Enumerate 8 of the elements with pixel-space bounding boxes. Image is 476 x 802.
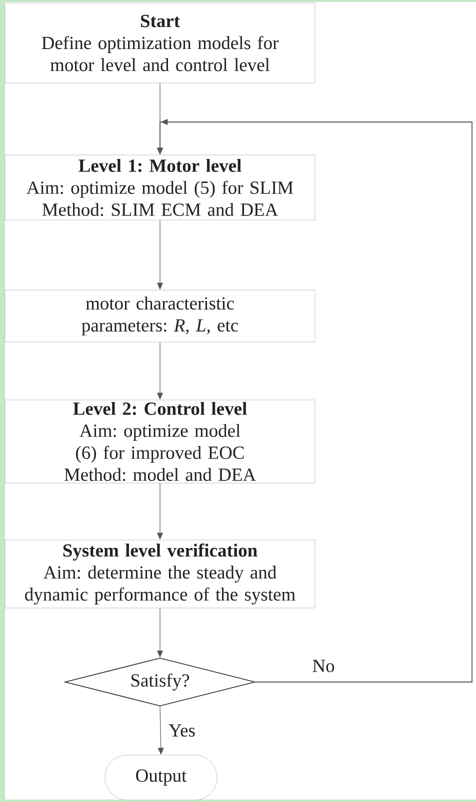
process-box: Level 1: Motor level Aim: optimize model (5) for SLIM Method: SLIM ECM and DEA	[4, 154, 316, 220]
edge-label: Yes	[168, 723, 196, 738]
process-box: System level verification Aim: determine the steady and dynamic performance of the system	[4, 540, 316, 608]
process-box: motor characteristic parameters: R, L, etc	[4, 290, 316, 342]
terminal-box: Output	[104, 754, 218, 800]
process-box: Level 2: Control level Aim: optimize model (6) for improved EOC Method: model and DEA	[4, 400, 316, 484]
process-box: Start Define optimization models for motor level and control level	[4, 2, 316, 84]
edge-label: No	[311, 658, 336, 674]
